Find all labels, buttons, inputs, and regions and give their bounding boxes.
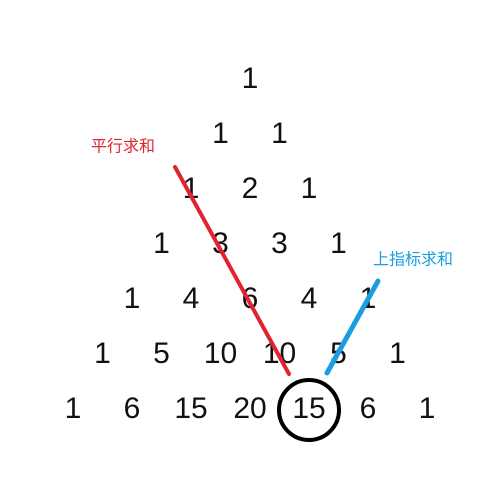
triangle-cell-r3-c3: 1 [330,227,347,260]
triangle-cell-r1-c0: 1 [212,117,229,150]
triangle-cell-r0-c0: 1 [242,62,259,95]
triangle-cell-r5-c5: 1 [389,337,406,370]
triangle-cell-r5-c2: 10 [204,337,237,370]
triangle-cell-r3-c2: 3 [271,227,288,260]
triangle-cell-r6-c3: 20 [233,392,266,425]
triangle-cell-r4-c3: 4 [301,282,318,315]
triangle-cell-r6-c4: 15 [292,392,325,425]
triangle-cell-r2-c0: 1 [183,172,200,205]
triangle-cell-r3-c0: 1 [153,227,170,260]
triangle-cell-r5-c0: 1 [94,337,111,370]
triangle-cell-r2-c1: 2 [242,172,259,205]
parallel-sum-label: 平行求和 [91,137,155,156]
triangle-cell-r6-c2: 15 [174,392,207,425]
triangle-cell-r6-c6: 1 [419,392,436,425]
triangle-cell-r1-c1: 1 [271,117,288,150]
triangle-cell-r4-c0: 1 [124,282,141,315]
parallel-sum-line [173,165,291,376]
triangle-cell-r3-c1: 3 [212,227,229,260]
highlight-circle [277,378,341,442]
triangle-cell-r5-c1: 5 [153,337,170,370]
triangle-cell-r6-c0: 1 [65,392,82,425]
triangle-cell-r6-c5: 6 [360,392,377,425]
triangle-numbers: 111121133114641151010511615201561 [65,62,436,425]
triangle-cell-r2-c2: 1 [301,172,318,205]
triangle-cell-r4-c1: 4 [183,282,200,315]
upper-sum-label: 上指标求和 [373,250,453,269]
upper-sum-line [324,278,381,376]
triangle-cell-r6-c1: 6 [124,392,141,425]
